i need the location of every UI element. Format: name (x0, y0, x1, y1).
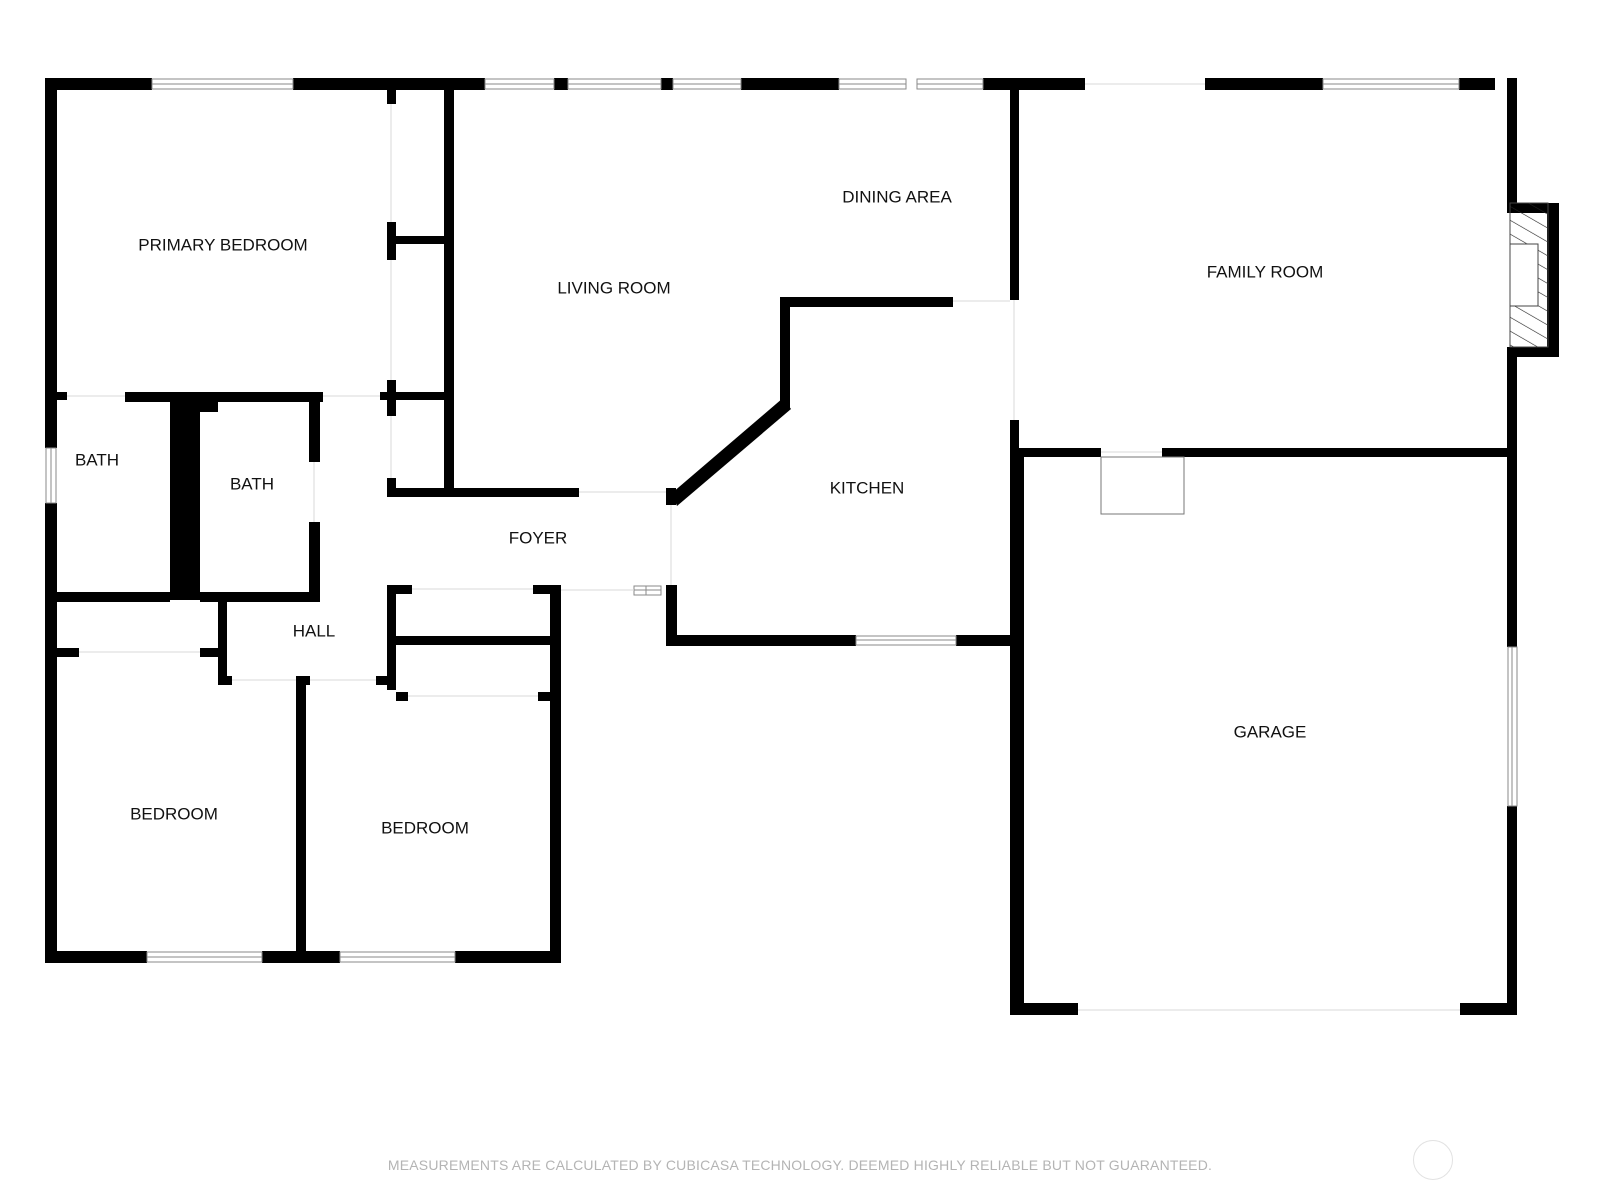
windows (45, 78, 1518, 963)
room-labels: PRIMARY BEDROOM LIVING ROOM DINING AREA … (75, 187, 1323, 837)
room-label-foyer: FOYER (509, 528, 568, 547)
room-label-living-room: LIVING ROOM (557, 278, 670, 297)
room-label-family-room: FAMILY ROOM (1207, 262, 1324, 281)
room-label-bath-1: BATH (75, 450, 119, 469)
cubicasa-logo-icon (1413, 1140, 1453, 1180)
door-openings (67, 83, 1460, 1011)
room-label-kitchen: KITCHEN (830, 478, 905, 497)
garage-step (1100, 456, 1185, 515)
room-label-hall: HALL (293, 621, 336, 640)
walls (45, 78, 1559, 1015)
room-label-bath-2: BATH (230, 474, 274, 493)
room-label-bedroom-2: BEDROOM (381, 818, 469, 837)
room-label-bedroom-1: BEDROOM (130, 804, 218, 823)
disclaimer-text: MEASUREMENTS ARE CALCULATED BY CUBICASA … (387, 1157, 1213, 1173)
room-label-primary-bedroom: PRIMARY BEDROOM (138, 235, 307, 254)
fireplace-icon (1509, 202, 1549, 348)
room-label-garage: GARAGE (1234, 722, 1307, 741)
room-label-dining-area: DINING AREA (842, 187, 952, 206)
